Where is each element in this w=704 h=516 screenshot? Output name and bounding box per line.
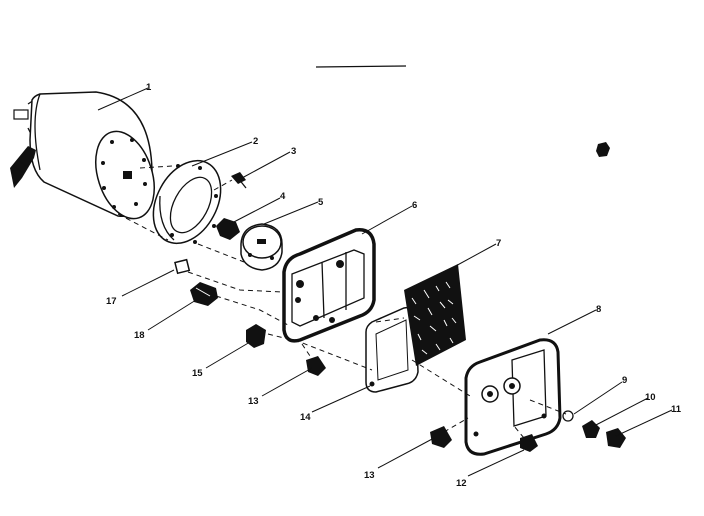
label-screw-12: 12 xyxy=(456,478,467,489)
screw-13-lower-part xyxy=(430,426,452,448)
label-filter: 7 xyxy=(496,238,501,249)
motor-part xyxy=(10,91,155,220)
impeller-part xyxy=(240,223,283,271)
label-pump-body: 6 xyxy=(412,200,417,211)
label-nut-4: 4 xyxy=(280,191,286,202)
key-17-part xyxy=(174,258,191,275)
pump-body-part xyxy=(282,228,376,343)
part-labels: 1 2 3 4 5 6 7 8 9 10 11 12 13 13 14 15 1… xyxy=(106,82,682,489)
cover-plate-part xyxy=(464,338,562,456)
label-plug-10: 10 xyxy=(645,392,656,403)
label-motor: 1 xyxy=(146,82,152,93)
screw-13-upper-part xyxy=(306,356,326,376)
leader-lines xyxy=(97,87,673,477)
label-cover-plate: 8 xyxy=(596,304,601,315)
gasket-part xyxy=(365,306,419,393)
label-adapter-ring: 2 xyxy=(253,136,258,147)
fitting-18-part xyxy=(190,282,218,306)
o-ring-part xyxy=(562,410,574,422)
nut-4-part xyxy=(216,218,240,240)
label-o-ring: 9 xyxy=(622,375,627,386)
screw-12-part xyxy=(520,434,538,452)
label-fitting-18: 18 xyxy=(134,330,145,341)
stray-line xyxy=(315,65,407,68)
label-valve-15: 15 xyxy=(192,368,203,379)
assembly-lines xyxy=(117,165,567,439)
label-plug-11: 11 xyxy=(671,404,682,415)
stray-mark xyxy=(596,142,610,157)
label-gasket: 14 xyxy=(300,412,311,423)
label-key-17: 17 xyxy=(106,296,117,307)
label-impeller: 5 xyxy=(318,197,324,208)
plug-11-part xyxy=(606,428,626,448)
valve-15-part xyxy=(246,324,266,348)
filter-part xyxy=(404,264,466,366)
adapter-ring-part xyxy=(152,159,222,245)
screw-3-part xyxy=(231,172,247,189)
plug-10-part xyxy=(582,420,600,438)
label-screw-13-lower: 13 xyxy=(364,470,375,481)
label-screw-3: 3 xyxy=(291,146,296,157)
label-screw-13-upper: 13 xyxy=(248,396,259,407)
